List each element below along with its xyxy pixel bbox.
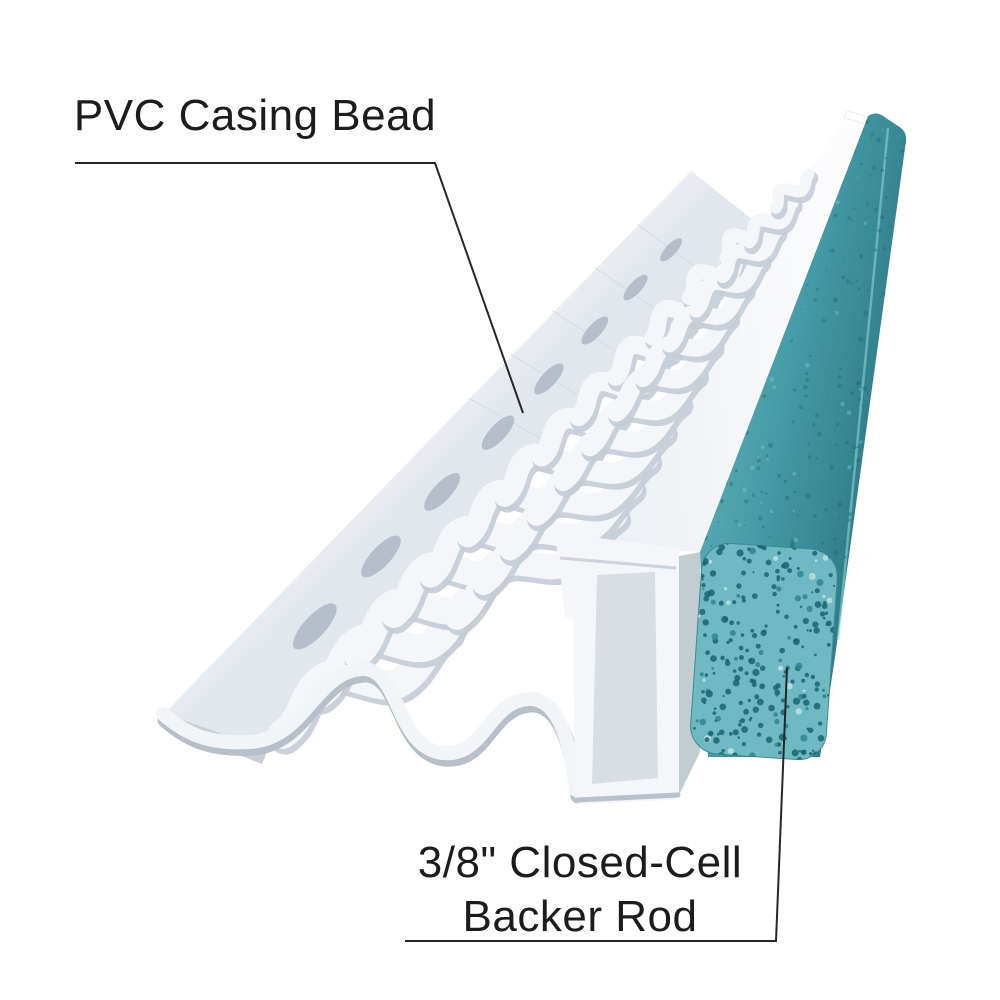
end-face-lip-shadow [559, 556, 677, 570]
leader-line-casing-bead [75, 162, 524, 414]
flange-perforations [292, 238, 683, 650]
label-backer-rod-line2: Backer Rod [463, 892, 698, 941]
end-face-recess [592, 572, 658, 784]
casing-bead-flange [163, 170, 758, 750]
leader-line-backer-rod [405, 667, 788, 942]
label-casing-bead: PVC Casing Bead [74, 91, 436, 140]
backer-rod-ridge-highlight [836, 127, 890, 641]
casing-bead-end-face [557, 533, 681, 804]
casing-bead-flange-edge-highlight [162, 169, 691, 714]
backer-rod-illustration [679, 113, 907, 795]
label-backer-rod-line1: 3/8" Closed-Cell [418, 838, 742, 887]
end-face-bottom-edge [574, 792, 681, 803]
casing-bead-scallop-edge [156, 662, 583, 797]
annotations: PVC Casing Bead 3/8" Closed-Cell Backer … [74, 91, 788, 942]
